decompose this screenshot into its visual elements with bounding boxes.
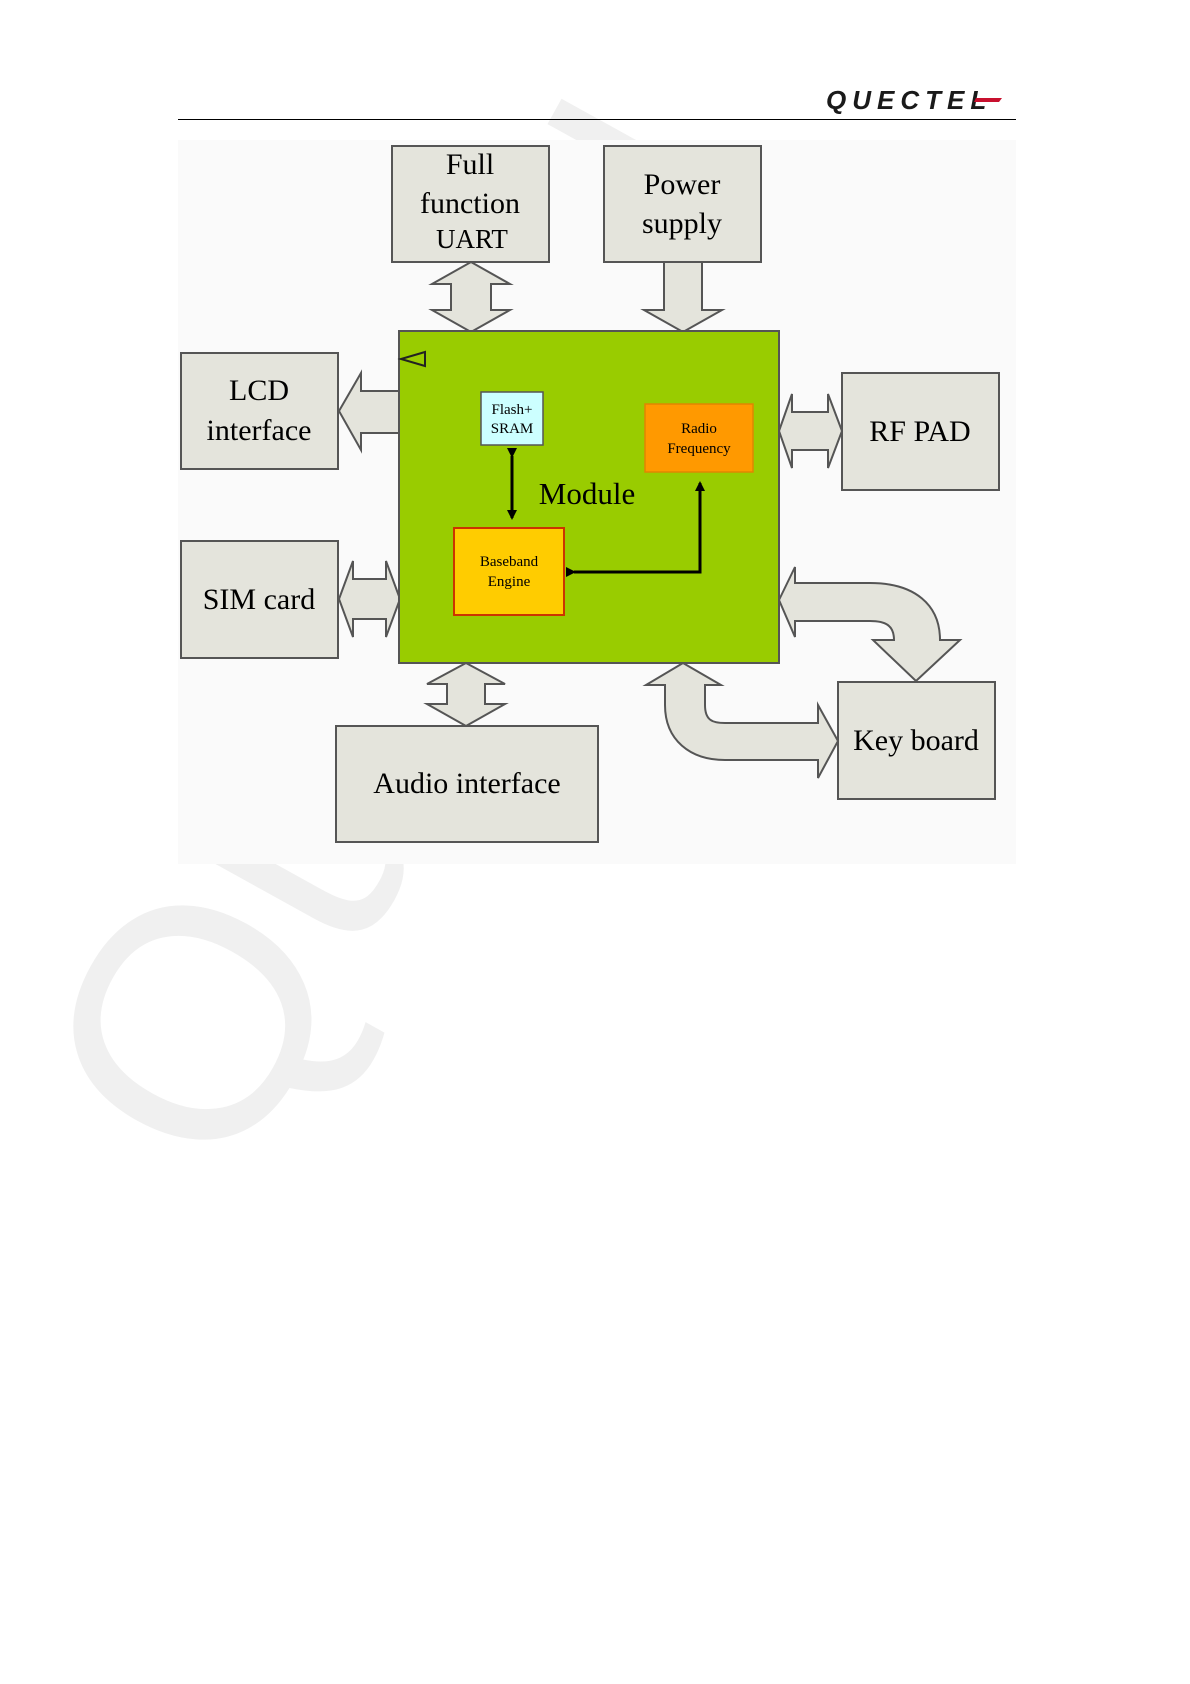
audio-interface-block: Audio interface <box>336 726 598 842</box>
flash-sram-block <box>481 392 543 445</box>
keyboard-block: Key board <box>838 682 995 799</box>
uart-label-line2: function <box>420 187 520 220</box>
lcd-interface-block: LCD interface <box>181 353 338 469</box>
rf-pad-label: RF PAD <box>869 415 970 448</box>
module-label: Module <box>539 476 635 511</box>
baseband-label-line2: Engine <box>488 574 531 590</box>
uart-label-line1: Full <box>446 148 494 181</box>
rf-pad-block: RF PAD <box>842 373 999 490</box>
baseband-engine-block <box>454 528 564 615</box>
power-label-line1: Power <box>644 168 721 201</box>
lcd-label-line2: interface <box>207 414 312 447</box>
radio-frequency-block <box>645 404 753 472</box>
module-block: Module Flash+ SRAM Radio Frequency Baseb… <box>399 331 779 663</box>
radio-label-line1: Radio <box>681 421 717 437</box>
keyboard-label: Key board <box>853 724 979 757</box>
lcd-label-line1: LCD <box>229 374 289 407</box>
power-label-line2: supply <box>642 207 722 240</box>
flash-label-line1: Flash+ <box>492 402 533 418</box>
audio-interface-label: Audio interface <box>373 767 560 800</box>
sim-card-label: SIM card <box>203 583 315 616</box>
sim-card-block: SIM card <box>181 541 338 658</box>
uart-block: Full function UART <box>392 146 549 262</box>
radio-label-line2: Frequency <box>667 441 731 457</box>
flash-label-line2: SRAM <box>491 421 534 437</box>
uart-label-line3: UART <box>436 224 508 254</box>
power-supply-block: Power supply <box>604 146 761 262</box>
baseband-label-line1: Baseband <box>480 554 539 570</box>
